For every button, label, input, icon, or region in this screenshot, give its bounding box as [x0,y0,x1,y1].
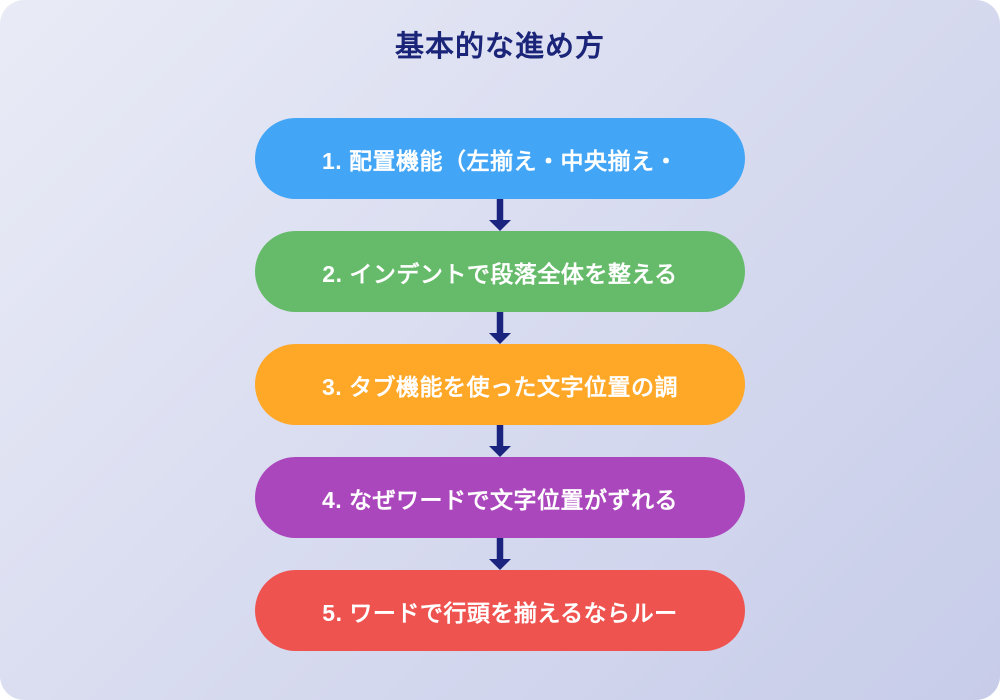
down-arrow-icon [489,312,511,344]
down-arrow-icon [489,538,511,570]
step-label-2: 2. インデントで段落全体を整える [322,260,678,287]
step-pill-3: 3. タブ機能を使った文字位置の調 [255,344,745,425]
down-arrow-icon [489,425,511,457]
step-label-5: 5. ワードで行頭を揃えるならルー [322,599,678,626]
step-pill-1: 1. 配置機能（左揃え・中央揃え・ [255,118,745,199]
flow-chart: 1. 配置機能（左揃え・中央揃え・ 2. インデントで段落全体を整える 3. タ… [255,118,745,651]
step-pill-4: 4. なぜワードで文字位置がずれる [255,457,745,538]
step-pill-2: 2. インデントで段落全体を整える [255,231,745,312]
page-title: 基本的な進め方 [394,31,605,63]
down-arrow-icon [489,199,511,231]
step-label-1: 1. 配置機能（左揃え・中央揃え・ [321,147,679,174]
step-label-4: 4. なぜワードで文字位置がずれる [321,486,679,513]
step-label-3: 3. タブ機能を使った文字位置の調 [321,373,679,400]
step-pill-5: 5. ワードで行頭を揃えるならルー [255,570,745,651]
